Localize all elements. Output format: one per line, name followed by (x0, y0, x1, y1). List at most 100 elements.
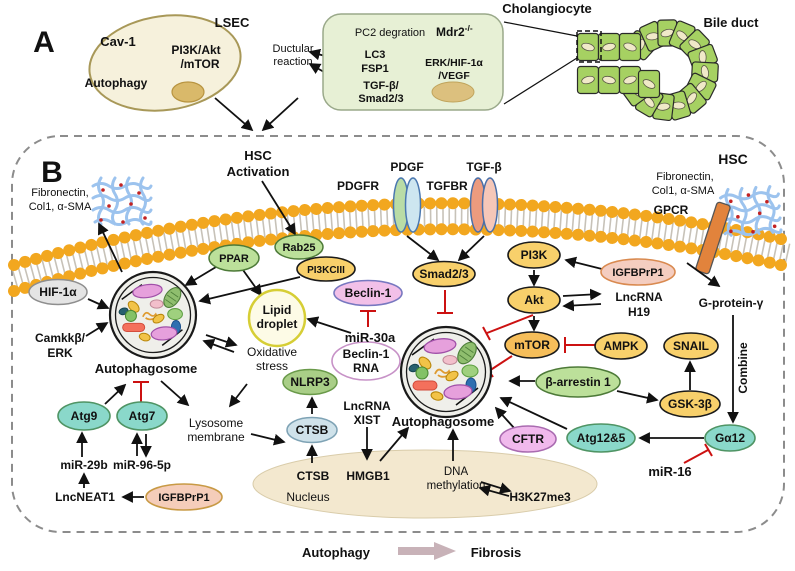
svg-text:Col1, α-SMA: Col1, α-SMA (29, 201, 92, 213)
autophagosome-left (108, 270, 198, 360)
gprotein-label: G-protein-γ (699, 296, 764, 310)
svg-text:membrane: membrane (187, 430, 245, 444)
svg-text:Gα12: Gα12 (715, 431, 745, 445)
svg-text:/VEGF: /VEGF (438, 70, 470, 82)
hsc-label: HSC (718, 151, 748, 167)
svg-text:Cav-1: Cav-1 (100, 34, 135, 49)
cholangiocyte-title: Cholangiocyte (502, 1, 592, 16)
panel-b-label: B (41, 156, 63, 189)
node-igfbprp1-top: IGFBPrP1 (600, 258, 676, 286)
svg-text:Beclin-1: Beclin-1 (343, 347, 390, 361)
svg-text:Smad2/3: Smad2/3 (358, 93, 403, 105)
autophagosome-left-label: Autophagosome (95, 361, 198, 376)
svg-text:methylation: methylation (427, 480, 486, 492)
magnifier-lines (503, 21, 578, 105)
svg-text:Rab25: Rab25 (282, 242, 315, 254)
ecm-right-label: Fibronectin, (656, 171, 713, 183)
hsc-activation: HSC (244, 148, 272, 163)
lncrna-h19: LncRNA (615, 290, 663, 304)
svg-text:AMPK: AMPK (603, 339, 639, 353)
panel-a-label: A (33, 26, 55, 59)
node-atg7: Atg7 (116, 401, 168, 431)
ductular-reaction: Ductular (273, 43, 314, 55)
svg-text:ERK/HIF-1α: ERK/HIF-1α (425, 57, 483, 69)
lsec-title: LSEC (215, 15, 250, 30)
pdgf-label: PDGF (390, 160, 423, 174)
mir16-label: miR-16 (648, 464, 691, 479)
svg-text:/mTOR: /mTOR (180, 57, 219, 71)
svg-text:IGFBPrP1: IGFBPrP1 (612, 267, 663, 279)
svg-text:GSK-3β: GSK-3β (668, 397, 712, 411)
svg-text:PI3K: PI3K (521, 248, 548, 262)
svg-text:CFTR: CFTR (512, 432, 544, 446)
svg-text:stress: stress (256, 359, 288, 373)
node-barrestin: β-arrestin 1 (535, 366, 621, 398)
svg-text:FSP1: FSP1 (361, 63, 389, 75)
svg-text:Lipid: Lipid (263, 303, 292, 317)
lsec-cell: Cav-1 Autophagy PI3K/Akt /mTOR (85, 14, 242, 112)
lsec-nucleus (171, 81, 205, 103)
node-mtor: mTOR (504, 331, 560, 359)
svg-text:Beclin-1: Beclin-1 (345, 286, 392, 300)
svg-text:PPAR: PPAR (219, 253, 249, 265)
mir96-label: miR-96-5p (113, 458, 171, 472)
pdgfr-receptor (392, 177, 422, 233)
ecm-mesh-left (91, 176, 153, 226)
node-cftr: CFTR (499, 425, 557, 453)
svg-text:ERK: ERK (47, 346, 73, 360)
dna-methylation: DNA (444, 466, 469, 478)
nucleus-shape (252, 449, 598, 519)
svg-text:TGF-β/: TGF-β/ (363, 80, 398, 92)
node-ampk: AMPK (594, 332, 648, 360)
node-smad23: Smad2/3 (412, 260, 476, 288)
svg-text:RNA: RNA (353, 361, 379, 375)
svg-text:reaction: reaction (273, 56, 312, 68)
svg-text:β-arrestin 1: β-arrestin 1 (545, 375, 611, 389)
node-igfbprp1-bottom: IGFBPrP1 (145, 483, 223, 511)
bile-duct (576, 19, 719, 122)
autophagosome-center-label: Autophagosome (392, 414, 495, 429)
node-nlrp3: NLRP3 (282, 368, 338, 396)
oxidative-stress: Oxidative (247, 345, 297, 359)
pdgfr-label: PDGFR (337, 179, 379, 193)
node-rab25: Rab25 (274, 234, 324, 260)
lncneat1-label: LncNEAT1 (55, 490, 115, 504)
node-pi3kciii: PI3KCIII (296, 256, 356, 282)
hmgb1-label: HMGB1 (346, 469, 390, 483)
legend-autophagy: Autophagy (302, 545, 371, 560)
svg-text:Atg12&5: Atg12&5 (577, 431, 626, 445)
mir30a-label: miR-30a (345, 330, 396, 345)
mir29b-label: miR-29b (60, 458, 107, 472)
svg-text:CTSB: CTSB (296, 423, 329, 437)
magnified-region-box (576, 30, 602, 63)
svg-text:Atg9: Atg9 (71, 409, 98, 423)
svg-text:Smad2/3: Smad2/3 (419, 267, 469, 281)
node-ppar: PPAR (208, 244, 260, 272)
bile-duct-title: Bile duct (704, 15, 760, 30)
inhibition-lines (133, 61, 713, 464)
hsc-cell-boundary (11, 135, 785, 533)
node-pi3k: PI3K (507, 241, 561, 269)
node-beclin1: Beclin-1 (333, 279, 403, 307)
cholangiocyte-cell: PC2 degration Mdr2-/- LC3 FSP1 TGF-β/ Sm… (322, 13, 504, 111)
legend-fibrosis: Fibrosis (471, 545, 522, 560)
lncrna-xist: LncRNA (343, 399, 391, 413)
legend: Autophagy Fibrosis (302, 542, 521, 560)
node-snail: SNAIL (663, 332, 719, 360)
gpcr-receptor (695, 201, 731, 275)
h3k27me3-label: H3K27me3 (509, 490, 571, 504)
svg-text:IGFBPrP1: IGFBPrP1 (158, 492, 209, 504)
svg-text:SNAIL: SNAIL (673, 339, 709, 353)
node-atg12-5: Atg12&5 (566, 423, 636, 453)
svg-text:mTOR: mTOR (514, 338, 550, 352)
legend-arrow (398, 542, 456, 560)
node-akt: Akt (507, 286, 561, 314)
svg-text:droplet: droplet (257, 317, 298, 331)
svg-text:PI3KCIII: PI3KCIII (307, 265, 345, 276)
tgfbr-receptor (469, 177, 499, 233)
svg-text:Atg7: Atg7 (129, 409, 156, 423)
